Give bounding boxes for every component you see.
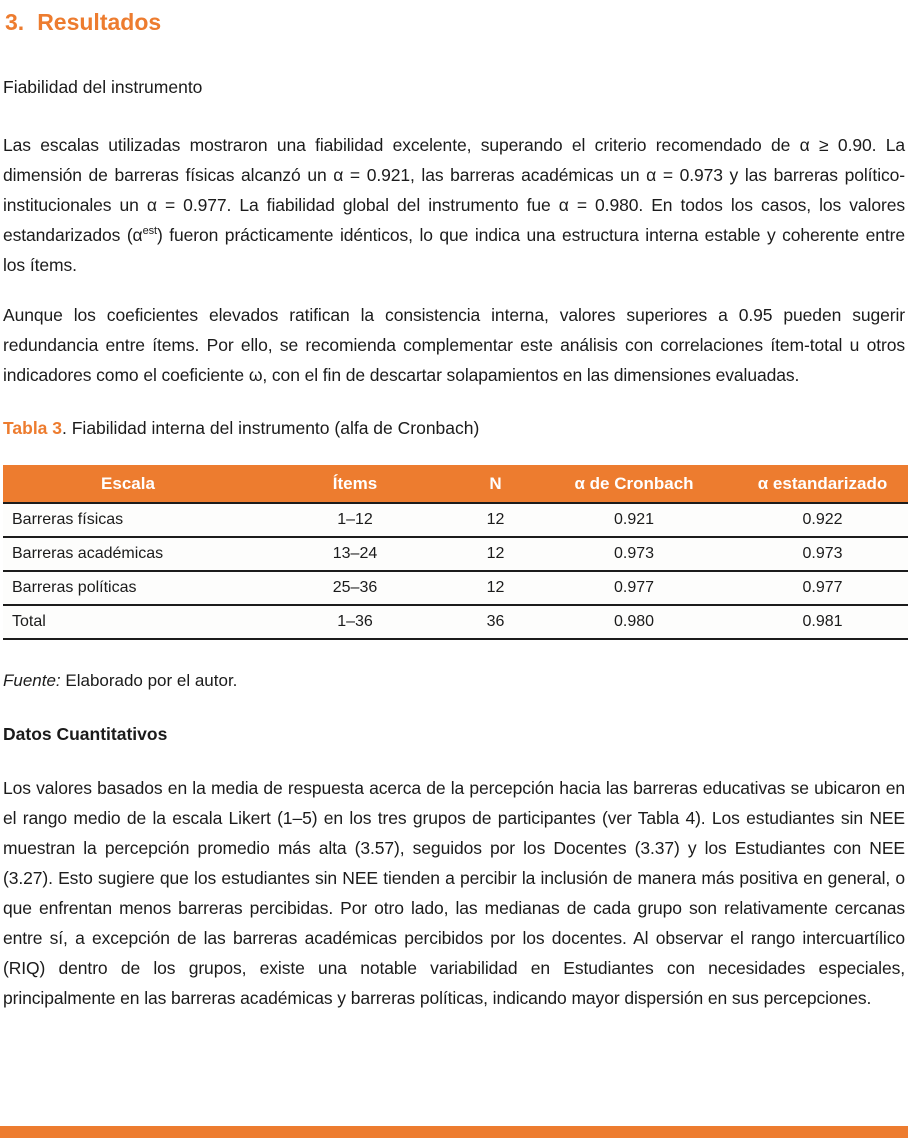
cell-n: 36 bbox=[457, 605, 534, 640]
cell-n: 12 bbox=[457, 537, 534, 572]
paragraph-fiabilidad: Las escalas utilizadas mostraron una fia… bbox=[3, 130, 905, 280]
paragraph-fiabilidad-text: Las escalas utilizadas mostraron una fia… bbox=[3, 135, 905, 245]
column-header-n: N bbox=[457, 465, 534, 504]
table-caption: Tabla 3. Fiabilidad interna del instrume… bbox=[3, 418, 905, 439]
source-note: Fuente: Elaborado por el autor. bbox=[3, 671, 905, 691]
cell-alfa-cronbach: 0.921 bbox=[534, 503, 734, 538]
column-header-escala: Escala bbox=[3, 465, 253, 504]
cell-escala: Barreras físicas bbox=[3, 503, 253, 538]
reliability-table: Escala Ítems N α de Cronbach α estandari… bbox=[3, 465, 908, 640]
cell-alfa-cronbach: 0.980 bbox=[534, 605, 734, 640]
column-header-alfa-estandarizado: α estandarizado bbox=[734, 465, 908, 504]
cell-escala: Barreras políticas bbox=[3, 571, 253, 606]
table-caption-text: . Fiabilidad interna del instrumento (al… bbox=[62, 418, 480, 438]
paragraph-datos: Los valores basados en la media de respu… bbox=[3, 778, 905, 1008]
subsection-heading-fiabilidad: Fiabilidad del instrumento bbox=[3, 77, 203, 97]
document-content: 3.Resultados Fiabilidad del instrumento … bbox=[0, 9, 908, 1013]
subsection-heading-datos: Datos Cuantitativos bbox=[3, 724, 168, 744]
cell-escala: Barreras académicas bbox=[3, 537, 253, 572]
cell-items: 25–36 bbox=[253, 571, 457, 606]
cell-alfa-estandarizado: 0.973 bbox=[734, 537, 908, 572]
cell-escala: Total bbox=[3, 605, 253, 640]
section-heading: 3. Resultados bbox=[5, 9, 905, 36]
cell-items: 1–12 bbox=[253, 503, 457, 538]
cell-alfa-cronbach: 0.977 bbox=[534, 571, 734, 606]
table-caption-label: Tabla 3 bbox=[3, 418, 63, 438]
cell-alfa-estandarizado: 0.977 bbox=[734, 571, 908, 606]
cell-alfa-estandarizado: 0.981 bbox=[734, 605, 908, 640]
cell-n: 12 bbox=[457, 503, 534, 538]
table-row: Barreras físicas 1–12 12 0.921 0.922 bbox=[3, 503, 908, 538]
column-header-items: Ítems bbox=[253, 465, 457, 504]
alpha-superscript: est bbox=[142, 225, 157, 238]
cell-items: 13–24 bbox=[253, 537, 457, 572]
cell-items: 1–36 bbox=[253, 605, 457, 640]
cell-n: 12 bbox=[457, 571, 534, 606]
paragraph-fiabilidad-text-end: ) fueron prácticamente idénticos, lo que… bbox=[3, 225, 906, 275]
column-header-alfa-cronbach: α de Cronbach bbox=[534, 465, 734, 504]
footer-accent-bar bbox=[0, 1126, 908, 1138]
section-title: Resultados bbox=[37, 9, 162, 35]
cell-alfa-estandarizado: 0.922 bbox=[734, 503, 908, 538]
table-row: Total 1–36 36 0.980 0.981 bbox=[3, 605, 908, 640]
cell-alfa-cronbach: 0.973 bbox=[534, 537, 734, 572]
paragraph-consistencia: Aunque los coeficientes elevados ratific… bbox=[3, 305, 905, 385]
table-header-row: Escala Ítems N α de Cronbach α estandari… bbox=[3, 465, 908, 504]
source-note-text: Elaborado por el autor. bbox=[60, 671, 238, 690]
source-note-label: Fuente: bbox=[3, 671, 61, 690]
table-row: Barreras políticas 25–36 12 0.977 0.977 bbox=[3, 571, 908, 606]
section-number: 3. bbox=[5, 9, 25, 35]
table-row: Barreras académicas 13–24 12 0.973 0.973 bbox=[3, 537, 908, 572]
